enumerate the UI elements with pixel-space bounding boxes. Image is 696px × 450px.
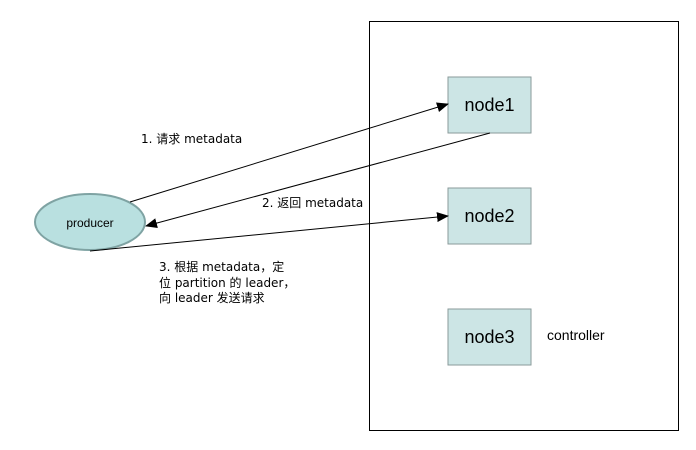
producer-node: producer bbox=[34, 193, 146, 251]
node3-box: node3 bbox=[447, 308, 532, 366]
producer-ellipse bbox=[34, 193, 146, 251]
request-metadata-arrow bbox=[129, 102, 449, 203]
step3-caption-line2: 位 partition 的 leader， bbox=[159, 275, 295, 290]
step3-caption: 3. 根据 metadata，定 位 partition 的 leader， 向… bbox=[159, 259, 295, 305]
step2-caption: 2. 返回 metadata bbox=[262, 196, 363, 210]
node3-label: node3 bbox=[464, 327, 514, 347]
producer-label: producer bbox=[66, 216, 113, 230]
step3-caption-line1: 3. 根据 metadata，定 bbox=[159, 259, 284, 274]
node1-rect bbox=[447, 76, 532, 134]
node3-rect bbox=[447, 308, 532, 366]
node2-rect bbox=[447, 187, 532, 245]
node2-label: node2 bbox=[464, 206, 514, 226]
send-request-arrow bbox=[89, 212, 449, 252]
step3-caption-line3: 向 leader 发送请求 bbox=[159, 290, 265, 305]
controller-label: controller bbox=[547, 327, 605, 343]
node1-box: node1 bbox=[447, 76, 532, 134]
step1-caption: 1. 请求 metadata bbox=[141, 132, 242, 146]
return-metadata-arrow bbox=[145, 132, 491, 228]
node1-label: node1 bbox=[464, 95, 514, 115]
node2-box: node2 bbox=[447, 187, 532, 245]
